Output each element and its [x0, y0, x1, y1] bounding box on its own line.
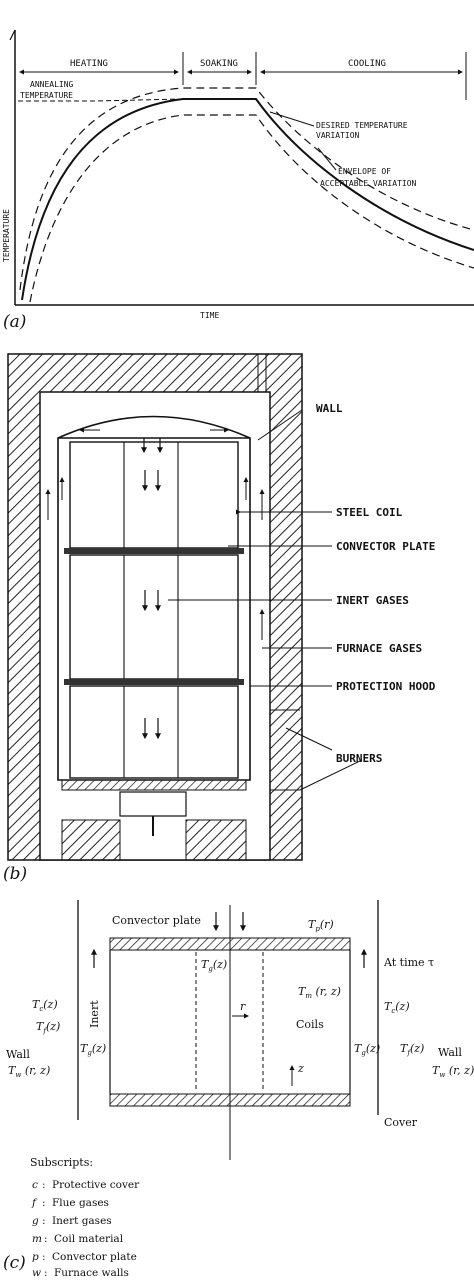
panel-a-tag: (a) — [3, 312, 26, 332]
svg-text::: : — [42, 1197, 46, 1209]
callout-convector-plate: CONVECTOR PLATE — [336, 540, 435, 553]
panel-b-tag: (b) — [3, 864, 27, 884]
svg-text:Tc(z): Tc(z) — [384, 1000, 410, 1015]
convector-plate-bottom — [109, 1093, 351, 1107]
panel-a-annealing-chart: HEATING SOAKING COOLING ANNEALING TEMPER… — [2, 29, 474, 332]
subscript-desc: Inert gases — [52, 1215, 112, 1227]
svg-text:Tp(r): Tp(r) — [308, 918, 334, 933]
svg-text:Tc(z): Tc(z) — [32, 998, 58, 1013]
convector-plate-label: Convector plate — [112, 914, 201, 927]
lower-envelope-curve — [29, 114, 474, 303]
callout-protection-hood: PROTECTION HOOD — [336, 680, 436, 693]
temperature-symbols: Tp(r) Tg(z) Tm (r, z) Tc(z) Tf(z) Tg(z) … — [8, 918, 474, 1079]
coils-label: Coils — [296, 1018, 324, 1031]
callout-burners: BURNERS — [336, 752, 382, 765]
wall-label-right: Wall — [438, 1046, 462, 1059]
desired-label-line1: DESIRED TEMPERATURE — [316, 121, 408, 130]
x-axis-label: TIME — [200, 311, 219, 320]
svg-text::: : — [44, 1267, 48, 1279]
subscript-desc: Convector plate — [52, 1251, 137, 1263]
callout-furnace-gases: FURNACE GASES — [336, 642, 422, 655]
burners-leader-2 — [299, 759, 363, 791]
desired-leader — [269, 111, 315, 127]
base-plate — [61, 779, 247, 791]
svg-text:Tw (r, z): Tw (r, z) — [432, 1064, 474, 1079]
base-block-right — [185, 819, 247, 861]
desired-temperature-curve — [21, 98, 474, 301]
envelope-leader — [317, 147, 337, 171]
subscript-key: m — [32, 1233, 42, 1245]
subscript-key: p — [32, 1251, 39, 1263]
convector-plate-top — [109, 937, 351, 951]
subscript-key: f — [31, 1197, 38, 1209]
phase-soaking-label: SOAKING — [200, 59, 238, 69]
envelope-label-line1: ENVELOPE OF — [338, 167, 391, 176]
callout-wall: WALL — [316, 402, 343, 415]
callout-inert-gases: INERT GASES — [336, 594, 409, 607]
svg-text:Tf(z): Tf(z) — [36, 1020, 60, 1035]
cover-label: Cover — [384, 1116, 418, 1129]
envelope-label-line2: ACCEPTABLE VARIATION — [320, 179, 417, 188]
subscript-key: c — [32, 1179, 38, 1191]
r-label: r — [240, 1000, 246, 1013]
svg-text::: : — [44, 1233, 48, 1245]
wall-label-left: Wall — [6, 1048, 30, 1061]
subscripts-list: c : Protective cover f : Flue gases g : … — [31, 1179, 140, 1279]
subscript-desc: Flue gases — [52, 1197, 109, 1209]
inert-label: Inert — [88, 1000, 101, 1028]
upper-envelope-curve — [19, 87, 474, 291]
svg-text:Tf(z): Tf(z) — [400, 1042, 424, 1057]
svg-text:Tg(z): Tg(z) — [201, 958, 227, 973]
phase-cooling-label: COOLING — [348, 59, 386, 69]
panel-b-furnace-diagram: WALL STEEL COIL CONVECTOR PLATE INERT GA… — [3, 353, 436, 884]
desired-label-line2: VARIATION — [316, 131, 360, 140]
subscript-key: g — [32, 1215, 39, 1227]
fan-housing — [119, 791, 187, 817]
panel-c-model-diagram: Convector plate Inert Coils At time τ Co… — [3, 900, 474, 1279]
svg-text:Tw (r, z): Tw (r, z) — [8, 1064, 50, 1079]
convector-plate-2 — [64, 679, 244, 685]
panel-c-tag: (c) — [3, 1253, 26, 1273]
svg-text::: : — [42, 1215, 46, 1227]
svg-text:Tg(z): Tg(z) — [80, 1042, 106, 1057]
at-time-label: At time τ — [383, 956, 434, 969]
annealing-label-line2: TEMPERATURE — [20, 91, 73, 100]
convector-plate-1 — [64, 548, 244, 554]
svg-text::: : — [42, 1179, 46, 1191]
subscript-desc: Coil material — [54, 1233, 124, 1245]
steel-coil-3 — [69, 685, 239, 779]
z-label: z — [297, 1062, 304, 1075]
annealing-temperature-line — [18, 98, 184, 102]
y-axis-label: TEMPERATURE — [2, 209, 11, 262]
annealing-label-line1: ANNEALING — [30, 80, 74, 89]
subscript-key: w — [32, 1267, 41, 1279]
callout-steel-coil: STEEL COIL — [336, 506, 403, 519]
phase-heating-label: HEATING — [70, 59, 108, 69]
subscripts-title: Subscripts: — [30, 1156, 93, 1169]
svg-text:Tm (r, z): Tm (r, z) — [298, 985, 341, 1000]
subscript-desc: Protective cover — [52, 1179, 140, 1191]
base-block-left — [61, 819, 121, 861]
burners-leader-1 — [285, 727, 333, 751]
subscript-desc: Furnace walls — [54, 1267, 129, 1279]
wall-leader — [257, 409, 303, 441]
svg-text::: : — [42, 1251, 46, 1263]
svg-text:Tg(z): Tg(z) — [354, 1042, 380, 1057]
